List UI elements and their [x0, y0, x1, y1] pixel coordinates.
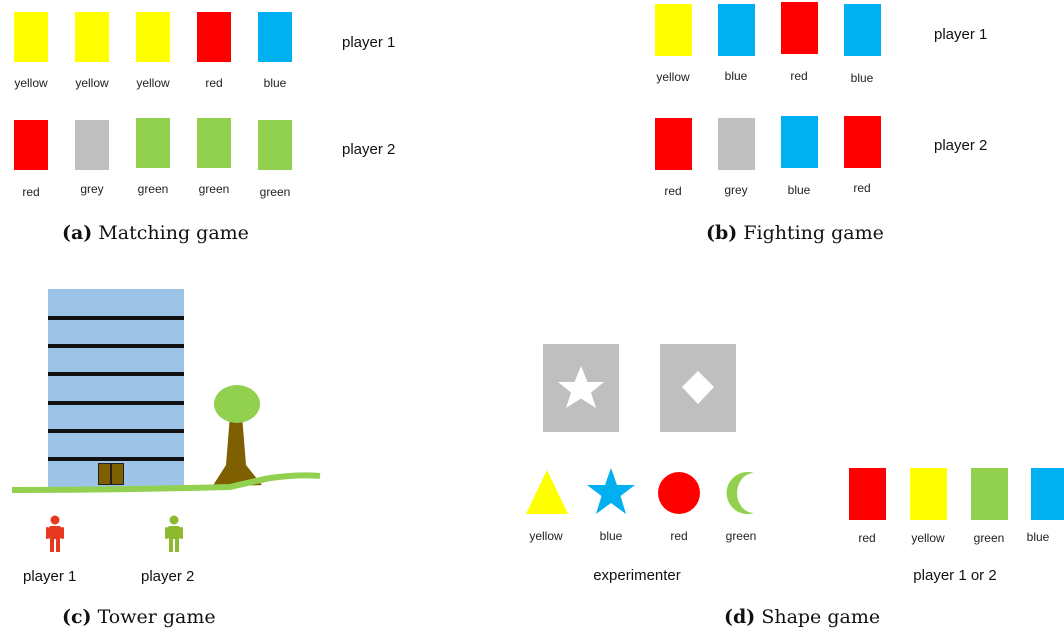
card	[197, 118, 231, 168]
card-label: blue	[787, 183, 811, 197]
card	[781, 116, 818, 168]
card-label: yellow	[656, 70, 690, 84]
card	[849, 468, 886, 520]
card-label: green	[973, 531, 1005, 545]
star-icon	[587, 468, 635, 514]
card	[197, 12, 231, 62]
ground-and-tree	[11, 385, 321, 493]
card-label: green	[198, 182, 230, 196]
card-label: blue	[263, 76, 287, 90]
card-label: blue	[1026, 530, 1050, 544]
card	[971, 468, 1008, 520]
shape-label: green	[725, 529, 757, 543]
card	[258, 12, 292, 62]
person-icon	[165, 515, 183, 552]
player-2-label: player 2	[934, 137, 988, 154]
door-divider	[110, 463, 112, 485]
card	[75, 12, 109, 62]
card-label: yellow	[75, 76, 109, 90]
card-label: yellow	[911, 531, 945, 545]
card-label: red	[853, 181, 871, 195]
caption-text: Shape game	[761, 606, 881, 628]
card	[136, 118, 170, 168]
card	[781, 2, 818, 54]
shape-label: blue	[599, 529, 623, 543]
card	[910, 468, 947, 520]
caption-text: Matching game	[98, 222, 249, 244]
player-2-label: player 2	[141, 568, 195, 585]
card	[14, 12, 48, 62]
player-1-label: player 1	[342, 34, 396, 51]
card	[258, 120, 292, 170]
caption-text: Tower game	[97, 606, 216, 628]
tower-floor	[48, 372, 184, 376]
card	[718, 118, 755, 170]
experimenter-label: experimenter	[593, 567, 681, 584]
player-1-label: player 1	[23, 568, 77, 585]
target-card	[543, 344, 619, 432]
card-label: red	[205, 76, 223, 90]
card-label: red	[790, 69, 808, 83]
card-label: grey	[80, 182, 104, 196]
tower-floor	[48, 316, 184, 320]
caption-letter: (b)	[706, 222, 738, 244]
card-label: red	[858, 531, 876, 545]
shape-label: red	[670, 529, 688, 543]
card	[75, 120, 109, 170]
card-label: green	[259, 185, 291, 199]
caption-text: Fighting game	[743, 222, 884, 244]
star-icon	[558, 366, 604, 408]
card	[655, 4, 692, 56]
player-1-label: player 1	[934, 26, 988, 43]
card	[655, 118, 692, 170]
card	[844, 116, 881, 168]
player-2-label: player 2	[342, 141, 396, 158]
circle-icon	[658, 472, 700, 514]
card-label: red	[22, 185, 40, 199]
card-label: yellow	[14, 76, 48, 90]
tower	[48, 289, 184, 487]
card	[136, 12, 170, 62]
target-card	[660, 344, 736, 432]
card-label: red	[664, 184, 682, 198]
crescent-icon	[726, 472, 754, 514]
person-icon	[46, 515, 64, 552]
panel-caption: (a) Matching game	[62, 222, 249, 244]
card-label: yellow	[136, 76, 170, 90]
ground-line	[11, 472, 321, 493]
tower-floor	[48, 344, 184, 348]
diamond-icon	[682, 371, 714, 404]
caption-letter: (d)	[724, 606, 756, 628]
card-label: blue	[724, 69, 748, 83]
tower-floor	[48, 429, 184, 433]
card	[14, 120, 48, 170]
card-label: grey	[724, 183, 748, 197]
tower-floor	[48, 457, 184, 461]
card	[1031, 468, 1064, 520]
triangle-icon	[526, 470, 568, 514]
panel-caption: (b) Fighting game	[706, 222, 884, 244]
caption-letter: (a)	[62, 222, 93, 244]
card-label: blue	[850, 71, 874, 85]
caption-letter: (c)	[62, 606, 92, 628]
card	[718, 4, 755, 56]
tower-floor	[48, 401, 184, 405]
tree-crown	[214, 385, 260, 423]
shape-label: yellow	[529, 529, 563, 543]
panel-caption: (d) Shape game	[724, 606, 880, 628]
panel-caption: (c) Tower game	[62, 606, 216, 628]
card-label: green	[137, 182, 169, 196]
tree-trunk	[212, 415, 262, 487]
card	[844, 4, 881, 56]
player-1-or-2-label: player 1 or 2	[913, 567, 997, 584]
